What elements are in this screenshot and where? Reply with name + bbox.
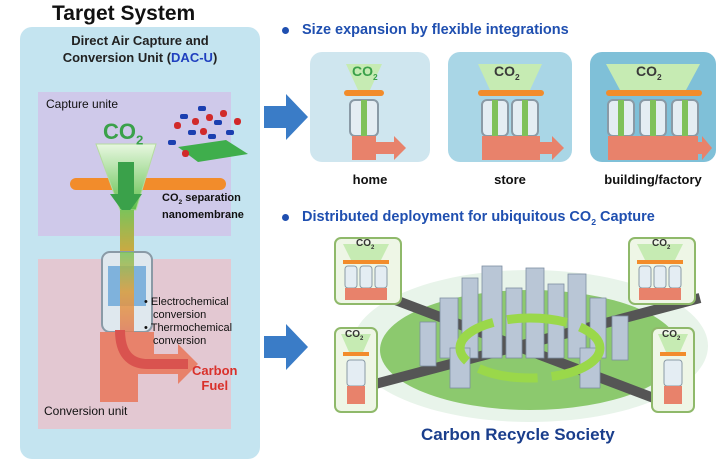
section2-heading: Distributed deployment for ubiquitous CO… — [282, 209, 655, 227]
subtitle-acronym: DAC-U — [171, 50, 213, 65]
section1-heading: Size expansion by flexible integrations — [282, 22, 569, 38]
deploy-box-top-left — [334, 237, 402, 305]
subtitle-line2: Conversion Unit ( — [62, 50, 172, 65]
conversion-unit-label: Conversion unit — [44, 404, 128, 418]
membrane-label: CO2 separation nanomembrane — [162, 192, 244, 222]
co2-main-label: CO2 — [103, 119, 144, 148]
capture-unit-label: Capture unite — [46, 97, 119, 111]
subtitle-line1: Direct Air Capture and — [71, 33, 209, 48]
bullet-dot — [282, 26, 289, 34]
home-unit-icon — [344, 64, 406, 160]
caption-building-factory: building/factory — [604, 172, 702, 187]
deploy-box-top-right — [628, 237, 696, 305]
subtitle-close: ) — [212, 50, 218, 65]
card-co2-label: CO2 — [494, 63, 520, 82]
panel-subtitle: Direct Air Capture and Conversion Unit (… — [20, 32, 260, 66]
mini-co2-label: CO2 — [662, 329, 681, 342]
arrow-right-icon — [264, 324, 308, 370]
deploy-box-bottom-right — [651, 327, 695, 413]
arrow-right-icon — [264, 94, 308, 140]
city-illustration — [352, 265, 708, 422]
card-co2-label: CO2 — [636, 63, 662, 82]
carbon-recycle-society-label: Carbon Recycle Society — [421, 425, 615, 444]
building-unit-icon — [606, 64, 712, 160]
mini-co2-label: CO2 — [652, 238, 671, 251]
dac-u-illustration — [70, 106, 248, 402]
store-unit-icon — [478, 64, 564, 160]
mini-co2-label: CO2 — [356, 238, 375, 251]
mini-co2-label: CO2 — [345, 329, 364, 342]
page-title: Target System — [52, 2, 196, 25]
caption-home: home — [352, 172, 388, 187]
bullet-dot — [282, 213, 289, 221]
conversion-methods: • Electrochemical conversion • Thermoche… — [144, 296, 233, 347]
card-co2-label: CO2 — [352, 63, 378, 82]
deploy-box-bottom-left — [334, 327, 378, 413]
caption-store: store — [494, 172, 526, 187]
carbon-fuel-label: Carbon Fuel — [192, 363, 238, 393]
